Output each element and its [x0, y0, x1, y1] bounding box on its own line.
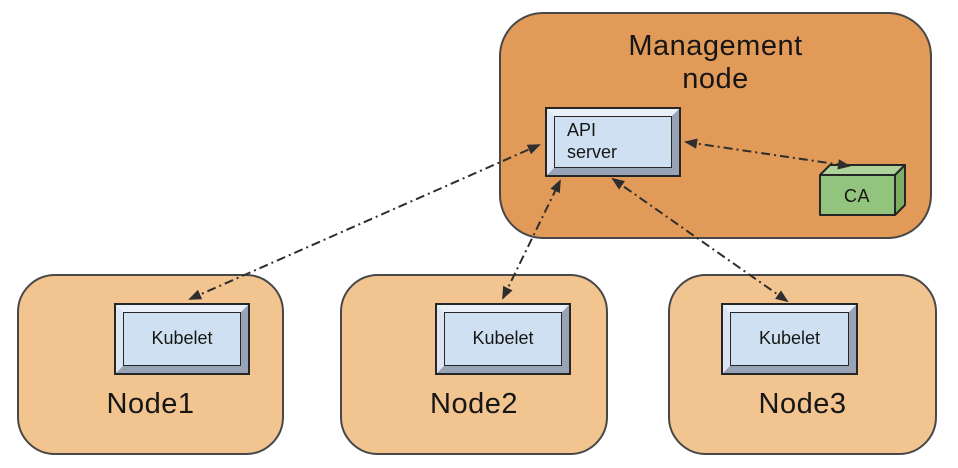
- node2-label: Node2: [430, 388, 518, 420]
- node3-label: Node3: [758, 388, 847, 420]
- node1-label: Node1: [106, 388, 195, 420]
- kubelet-box-node1: Kubelet: [114, 303, 250, 375]
- kubelet-label-node3: Kubelet: [758, 328, 821, 349]
- kubelet-label-node1: Kubelet: [151, 328, 213, 349]
- api-server-bevel: [547, 109, 679, 175]
- ca-label: CA: [844, 186, 870, 206]
- kubelet-face: Kubelet: [444, 312, 562, 366]
- node1-box: Kubelet Node1: [17, 274, 284, 455]
- ca-side-face: [894, 164, 906, 216]
- ca-front-face: [819, 174, 896, 216]
- api-server-label: API server: [567, 120, 618, 162]
- kubelet-bevel: [723, 305, 856, 373]
- api-server-box: API server: [545, 107, 681, 177]
- node3-box: Kubelet Node3: [668, 274, 937, 455]
- management-node-title: Management node: [501, 30, 930, 96]
- management-node-label: Management node: [628, 30, 803, 96]
- kubelet-label-node2: Kubelet: [472, 328, 534, 349]
- kubelet-bevel: [116, 305, 248, 373]
- kubelet-bevel: [437, 305, 569, 373]
- kubelet-box-node3: Kubelet: [721, 303, 858, 375]
- api-server-face: API server: [554, 116, 672, 168]
- ca-top-face: [819, 164, 906, 176]
- ca-box: CA: [819, 164, 906, 216]
- kubelet-box-node2: Kubelet: [435, 303, 571, 375]
- kubelet-face: Kubelet: [123, 312, 241, 366]
- management-node-box: Management node API server CA: [499, 12, 932, 239]
- node2-box: Kubelet Node2: [340, 274, 608, 455]
- kubelet-face: Kubelet: [730, 312, 849, 366]
